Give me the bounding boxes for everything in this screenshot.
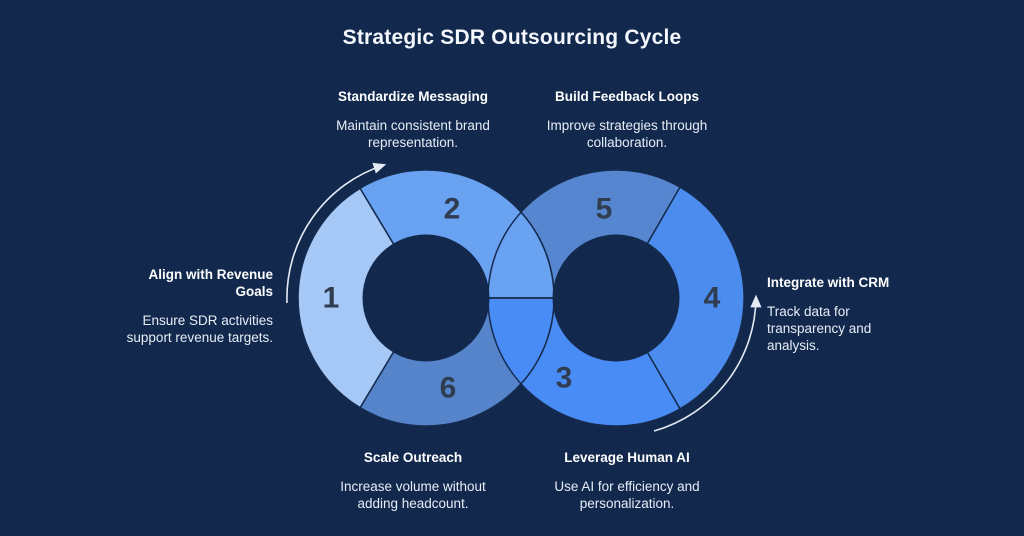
label-body-line: adding headcount. — [357, 496, 469, 511]
label-body-line: Maintain consistent brand — [336, 118, 490, 133]
segment-number-2: 2 — [444, 193, 461, 226]
label-body-line: Ensure SDR activities — [142, 313, 273, 328]
label-integrate-with-crm: Integrate with CRM Track data for transp… — [767, 274, 937, 354]
label-align-with-revenue-goals: Align with Revenue Goals Ensure SDR acti… — [73, 266, 273, 346]
page-title: Strategic SDR Outsourcing Cycle — [342, 26, 682, 49]
flow-arrow-left-icon — [286, 162, 387, 304]
label-build-feedback-loops: Build Feedback Loops Improve strategies … — [502, 88, 752, 151]
label-heading-line: Goals — [235, 284, 273, 299]
flow-arrow-right-icon — [653, 294, 762, 432]
label-standardize-messaging: Standardize Messaging Maintain consisten… — [288, 88, 538, 151]
segment-number-5: 5 — [596, 193, 613, 226]
label-heading-line: Standardize Messaging — [337, 89, 489, 104]
label-body-line: representation. — [367, 135, 459, 150]
right-donut-hole — [552, 234, 680, 362]
label-body-line: personalization. — [579, 496, 675, 511]
label-body-line: transparency and — [767, 321, 872, 336]
label-heading-line: Integrate with CRM — [767, 275, 890, 290]
crossover-bottom — [487, 297, 555, 385]
label-body-line: analysis. — [767, 338, 820, 353]
left-donut-hole — [362, 234, 490, 362]
label-heading-line: Scale Outreach — [363, 450, 463, 465]
label-heading-line: Build Feedback Loops — [554, 89, 700, 104]
label-body-line: support revenue targets. — [126, 330, 273, 345]
label-leverage-human-ai: Leverage Human AI Use AI for efficiency … — [502, 449, 752, 512]
segment-1 — [297, 187, 427, 409]
segment-number-1: 1 — [323, 282, 340, 315]
segment-number-3: 3 — [556, 362, 573, 395]
label-body-line: collaboration. — [586, 135, 668, 150]
label-heading-line: Align with Revenue — [148, 267, 273, 282]
segment-number-6: 6 — [440, 372, 457, 405]
label-body-line: Improve strategies through — [546, 118, 708, 133]
label-body-line: Use AI for efficiency and — [554, 479, 700, 494]
label-body-line: Track data for — [767, 304, 850, 319]
label-scale-outreach: Scale Outreach Increase volume without a… — [288, 449, 538, 512]
segment-number-4: 4 — [704, 282, 721, 315]
label-heading-line: Leverage Human AI — [564, 450, 690, 465]
label-body-line: Increase volume without — [340, 479, 486, 494]
